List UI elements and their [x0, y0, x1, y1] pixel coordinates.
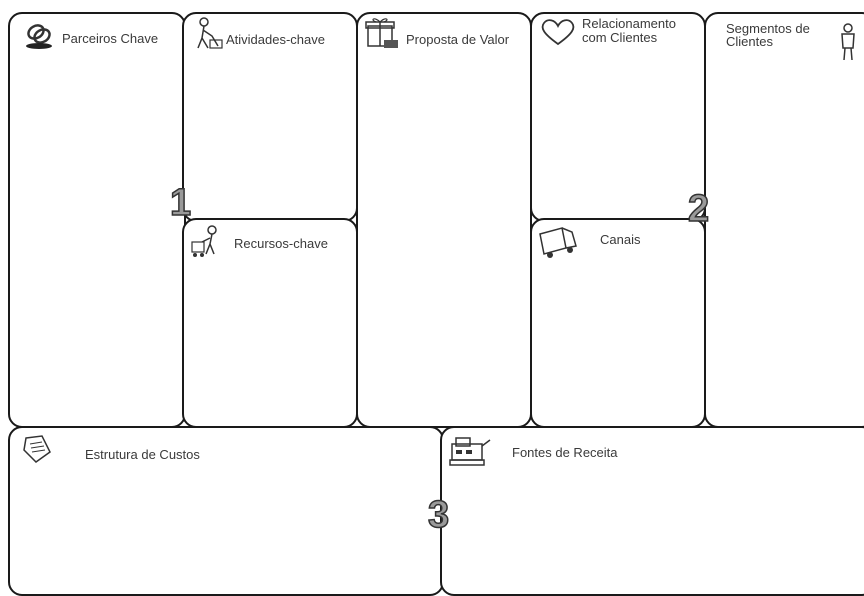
- section-number-3: 3: [427, 494, 450, 536]
- block-atividades-chave: Atividades-chave: [182, 12, 358, 222]
- price-tag-icon: [23, 435, 51, 463]
- block-title: Canais: [600, 232, 641, 247]
- block-estrutura-de-custos: Estrutura de Custos: [8, 426, 444, 596]
- block-title-line-1: Relacionamento: [582, 16, 676, 31]
- block-title: Parceiros Chave: [62, 31, 159, 46]
- block-title: Atividades-chave: [226, 32, 325, 47]
- block-title-line-2: com Clientes: [582, 30, 658, 45]
- person-icon: [841, 23, 855, 61]
- worker-icon: [197, 17, 223, 49]
- block-fontes-de-receita: Fontes de Receita: [440, 426, 864, 596]
- block-title-line-1: Segmentos de: [726, 21, 810, 36]
- chain-link-icon: [26, 24, 52, 49]
- block-title: Recursos-chave: [234, 236, 328, 251]
- section-number-1: 1: [169, 182, 192, 224]
- block-recursos-chave: Recursos-chave: [182, 218, 358, 428]
- cash-register-icon: [449, 437, 491, 466]
- block-title: Proposta de Valor: [406, 32, 510, 47]
- block-relacionamento-clientes: Relacionamento com Clientes: [530, 12, 706, 222]
- block-canais: Canais: [530, 218, 706, 428]
- block-title-line-2: Clientes: [726, 34, 773, 49]
- block-title: Fontes de Receita: [512, 445, 618, 460]
- section-number-2: 2: [687, 188, 710, 230]
- block-segmentos-clientes: Segmentos de Clientes: [704, 12, 864, 428]
- block-parceiros-chave: Parceiros Chave: [8, 12, 186, 428]
- block-proposta-de-valor: Proposta de Valor: [356, 12, 532, 428]
- heart-icon: [541, 19, 575, 46]
- block-title: Estrutura de Custos: [85, 447, 200, 462]
- worker-with-cart-icon: [191, 225, 217, 257]
- gift-box-icon: [365, 18, 398, 48]
- delivery-truck-icon: [539, 227, 577, 258]
